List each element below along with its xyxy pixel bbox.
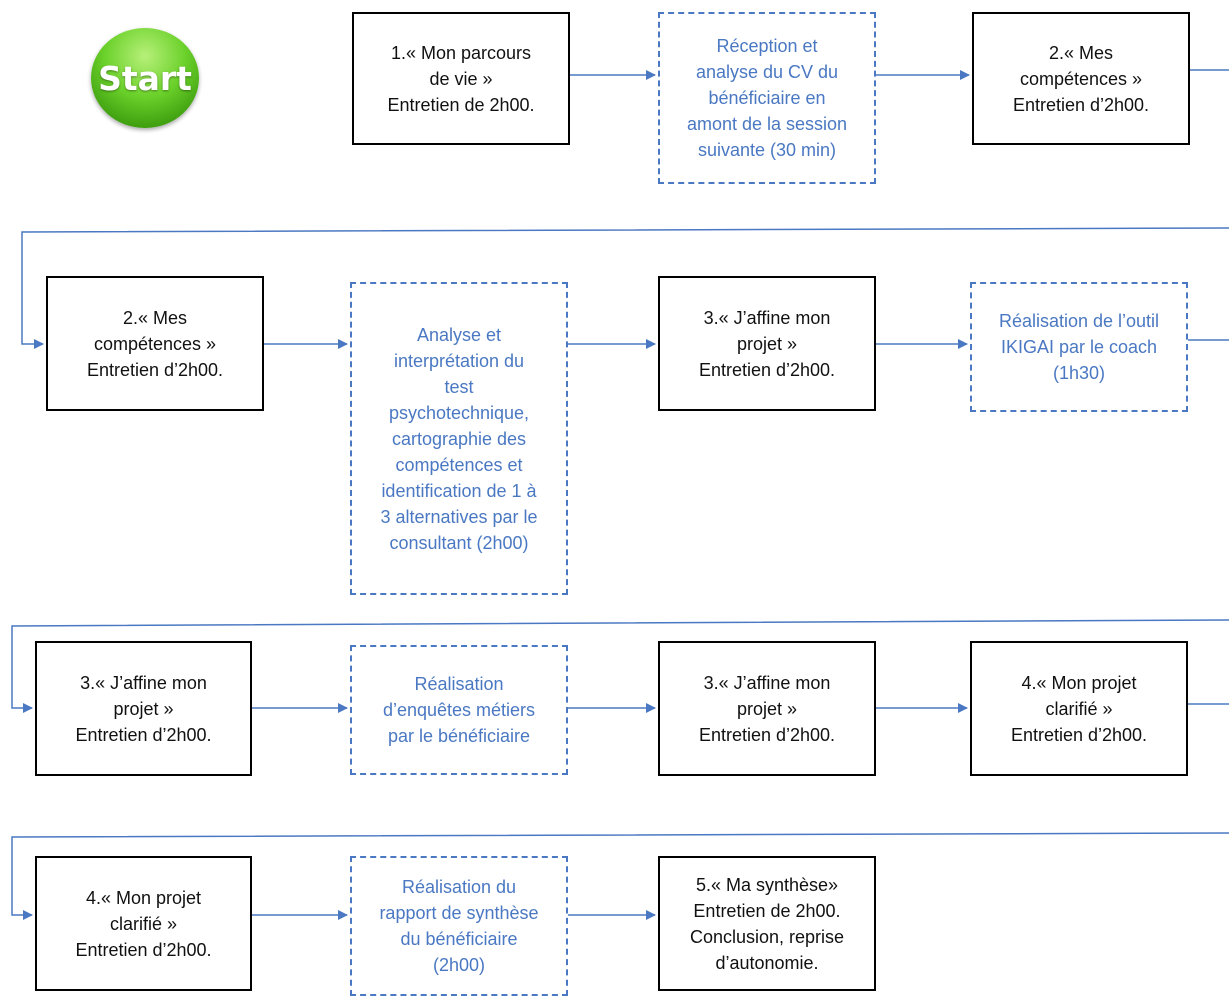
step-mes-competences: 2.« Mes compétences » Entretien d’2h00. [972,12,1190,145]
step-mon-projet-clarifie: 4.« Mon projet clarifié » Entretien d’2h… [970,641,1188,776]
task-reception-analyse-cv: Réception et analyse du CV du bénéficiai… [658,12,876,184]
connector-row2-entry [21,227,1229,349]
step-j-affine-mon-projet-second: 3.« J’affine mon projet » Entretien d’2h… [658,641,876,776]
connector-row4-entry [11,832,1229,920]
step-ma-synthese: 5.« Ma synthèse» Entretien de 2h00. Conc… [658,856,876,991]
task-enquetes-metiers: Réalisation d’enquêtes métiers par le bé… [350,645,568,775]
task-outil-ikigai: Réalisation de l’outil IKIGAI par le coa… [970,282,1188,412]
step-j-affine-mon-projet-repeat: 3.« J’affine mon projet » Entretien d’2h… [35,641,252,776]
task-analyse-test-psychotechnique: Analyse et interprétation du test psycho… [350,282,568,595]
start-button-icon: Start [91,28,199,128]
step-j-affine-mon-projet: 3.« J’affine mon projet » Entretien d’2h… [658,276,876,411]
start-label: Start [98,58,192,98]
connector-row3-entry [11,619,1229,713]
task-rapport-de-synthese: Réalisation du rapport de synthèse du bé… [350,856,568,996]
step-mon-parcours-de-vie: 1.« Mon parcours de vie » Entretien de 2… [352,12,570,145]
step-mon-projet-clarifie-repeat: 4.« Mon projet clarifié » Entretien d’2h… [35,856,252,991]
step-mes-competences-repeat: 2.« Mes compétences » Entretien d’2h00. [46,276,264,411]
